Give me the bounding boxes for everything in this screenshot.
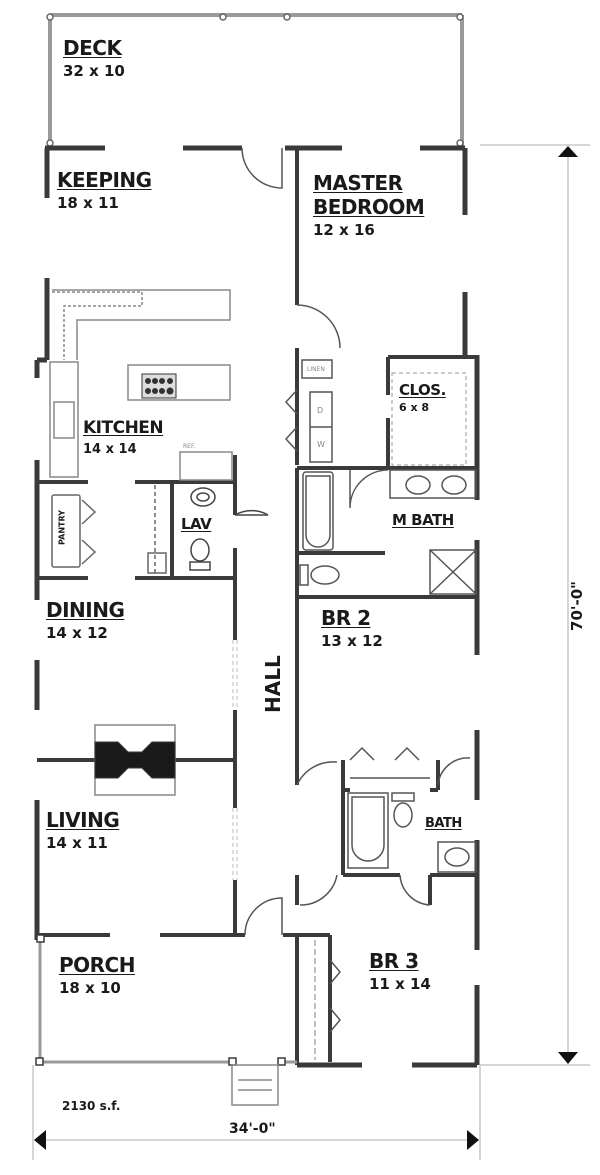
room-size: 12 x 16 — [313, 221, 375, 239]
bath-fixtures — [299, 792, 477, 906]
master-bedroom-door-swing — [296, 304, 341, 349]
porch-steps — [231, 1064, 279, 1106]
room-label-m-bath: M BATH — [392, 513, 454, 528]
room-name: BATH — [425, 816, 462, 831]
refrigerator-label: REF. — [183, 443, 196, 450]
room-label-porch: PORCH 18 x 10 — [59, 955, 135, 996]
room-name: LIVING — [46, 808, 120, 832]
room-label-lav: LAV — [181, 515, 212, 533]
deck-rail — [48, 13, 464, 146]
room-label-deck: DECK 32 x 10 — [63, 38, 125, 79]
dryer-label: D — [317, 406, 324, 415]
room-name: PORCH — [59, 953, 135, 977]
room-name: LAV — [181, 515, 212, 533]
room-label-hall: HALL — [261, 655, 285, 713]
rear-door-swing — [241, 147, 283, 189]
room-size: 14 x 12 — [46, 624, 108, 642]
room-size: 32 x 10 — [63, 62, 125, 80]
room-name: BR 2 — [321, 606, 371, 630]
room-label-pantry: PANTRY — [57, 510, 67, 545]
room-label-br2: BR 2 13 x 12 — [321, 608, 383, 649]
br2-closet-doors — [296, 746, 471, 786]
room-size: 18 x 11 — [57, 194, 119, 212]
room-label-br3: BR 3 11 x 14 — [369, 951, 431, 992]
washer-label: W — [317, 440, 325, 449]
depth-dimension-label: 70'-0" — [568, 581, 586, 631]
pantry-shelf — [51, 485, 167, 575]
room-name: DINING — [46, 598, 125, 622]
front-door-swing — [244, 897, 283, 936]
room-name: KEEPING — [57, 168, 152, 192]
room-size: 14 x 11 — [46, 834, 108, 852]
dimension-arrows — [34, 146, 578, 1150]
lav-fixtures — [189, 487, 269, 571]
room-label-dining: DINING 14 x 12 — [46, 598, 125, 642]
total-area-label: 2130 s.f. — [62, 1099, 121, 1113]
room-label-keeping: KEEPING 18 x 11 — [57, 170, 152, 211]
kitchen-counters — [49, 289, 233, 481]
width-dimension-label: 34'-0" — [229, 1121, 276, 1137]
laundry-linen — [284, 359, 333, 463]
room-label-master-bedroom: MASTER BEDROOM 12 x 16 — [313, 171, 425, 239]
room-name: KITCHEN — [83, 418, 164, 438]
hall-openings — [232, 640, 238, 880]
room-name-line2: BEDROOM — [313, 195, 425, 219]
room-size: 13 x 12 — [321, 632, 383, 650]
room-name: M BATH — [392, 511, 454, 529]
closet-shelf — [391, 372, 467, 466]
room-label-living: LIVING 14 x 11 — [46, 808, 120, 852]
room-size: 14 x 14 — [83, 442, 137, 457]
room-label-bath: BATH — [425, 817, 462, 830]
interior-walls — [37, 148, 477, 1065]
room-label-closet: CLOS. 6 x 8 — [399, 381, 446, 414]
cooktop — [141, 373, 177, 399]
room-name: BR 3 — [369, 949, 419, 973]
room-size: 6 x 8 — [399, 401, 430, 414]
fireplace — [94, 724, 176, 796]
dimension-lines — [32, 144, 590, 1160]
linen-label: LINEN — [307, 366, 325, 373]
room-name-line1: MASTER — [313, 171, 403, 195]
m-bath-fixtures — [299, 469, 477, 595]
room-size: 11 x 14 — [369, 975, 431, 993]
exterior-walls — [34, 145, 480, 1068]
room-name: CLOS. — [399, 381, 446, 399]
room-name: DECK — [63, 36, 122, 60]
room-size: 18 x 10 — [59, 979, 121, 997]
br3-closet — [314, 940, 341, 1060]
room-label-kitchen: KITCHEN 14 x 14 — [83, 418, 164, 457]
